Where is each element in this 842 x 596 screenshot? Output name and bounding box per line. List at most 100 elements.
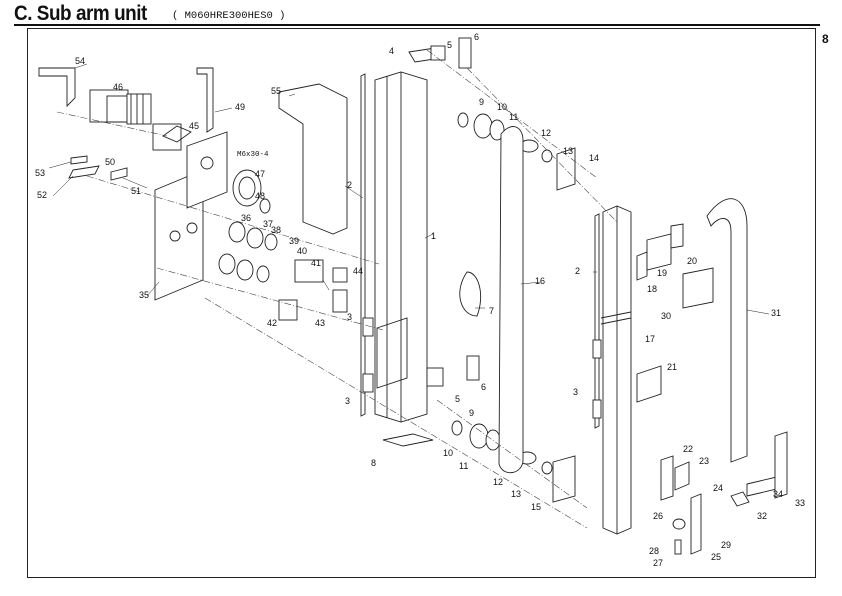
page-subtitle: ( M060HRE300HES0 ) xyxy=(172,10,286,22)
label-part-6: 6 xyxy=(481,382,486,392)
label-part-2: 2 xyxy=(575,266,580,276)
bracket-20 xyxy=(670,223,684,249)
label-part-41: 41 xyxy=(311,258,321,268)
motor-assembly xyxy=(89,89,192,151)
label-part-38: 38 xyxy=(271,225,281,235)
label-part-44: 44 xyxy=(353,266,363,276)
page-number: 8 xyxy=(822,32,829,46)
page-title: C. Sub arm unit xyxy=(14,2,147,25)
label-part-30: 30 xyxy=(661,311,671,321)
label-part-11: 11 xyxy=(459,461,468,471)
label-part-32: 32 xyxy=(757,511,767,521)
label-part-36: 36 xyxy=(241,213,251,223)
label-part-24: 24 xyxy=(713,483,723,493)
part-52 xyxy=(68,165,100,179)
label-part-18: 18 xyxy=(647,284,657,294)
label-part-48: 48 xyxy=(255,191,265,201)
bracket-21 xyxy=(636,365,662,403)
idler-bearings xyxy=(218,221,278,283)
bracket-30 xyxy=(682,267,714,309)
label-part-9: 9 xyxy=(479,97,484,107)
label-part-3: 3 xyxy=(573,387,578,397)
label-part-39: 39 xyxy=(289,236,299,246)
pulley-set-bottom xyxy=(451,420,553,475)
cover-55 xyxy=(278,83,348,235)
label-part-12: 12 xyxy=(493,477,503,487)
label-part-11: 11 xyxy=(509,112,518,122)
bolt-spec-note: M6x30-4 xyxy=(237,151,269,159)
label-part-51: 51 xyxy=(131,186,141,196)
label-part-16: 16 xyxy=(535,276,545,286)
label-part-54: 54 xyxy=(75,56,85,66)
label-part-12: 12 xyxy=(541,128,551,138)
label-part-13: 13 xyxy=(511,489,521,499)
belt-7 xyxy=(459,271,481,317)
block-5-top xyxy=(430,45,446,61)
label-part-5: 5 xyxy=(455,394,460,404)
main-column-1 xyxy=(362,71,428,423)
label-part-5: 5 xyxy=(447,40,452,50)
bellows-41 xyxy=(294,259,324,283)
label-part-53: 53 xyxy=(35,168,45,178)
bracket-54 xyxy=(38,67,76,108)
label-part-42: 42 xyxy=(267,318,277,328)
block-43 xyxy=(332,289,348,313)
bracket-33 xyxy=(774,431,788,499)
label-part-26: 26 xyxy=(653,511,663,521)
label-part-55: 55 xyxy=(271,86,281,96)
label-part-4: 4 xyxy=(389,46,394,56)
diagram-frame xyxy=(27,28,816,578)
label-part-35: 35 xyxy=(139,290,149,300)
header-rule xyxy=(14,24,820,26)
base-plate-35 xyxy=(154,131,228,301)
label-part-27: 27 xyxy=(653,558,663,568)
label-part-17: 17 xyxy=(645,334,655,344)
label-part-10: 10 xyxy=(443,448,453,458)
part-26 xyxy=(672,518,686,530)
label-part-47: 47 xyxy=(255,169,265,179)
bracket-19 xyxy=(646,233,672,271)
plate-25 xyxy=(690,493,702,555)
label-part-31: 31 xyxy=(771,308,781,318)
page-header: C. Sub arm unit xyxy=(14,2,162,25)
rail-2-left xyxy=(360,73,366,417)
label-part-45: 45 xyxy=(189,121,199,131)
label-part-23: 23 xyxy=(699,456,709,466)
label-part-37: 37 xyxy=(263,219,273,229)
label-part-3: 3 xyxy=(347,312,352,322)
bracket-49 xyxy=(196,67,214,133)
part-53 xyxy=(70,155,88,165)
part-51 xyxy=(110,167,128,181)
bracket-32 xyxy=(730,491,750,507)
label-part-22: 22 xyxy=(683,444,693,454)
block-44 xyxy=(332,267,348,283)
pulley-set-top xyxy=(457,112,553,163)
label-part-25: 25 xyxy=(711,552,721,562)
label-part-28: 28 xyxy=(649,546,659,556)
label-part-19: 19 xyxy=(657,268,667,278)
label-part-7: 7 xyxy=(489,306,494,316)
label-part-3: 3 xyxy=(345,396,350,406)
cable-chain-31 xyxy=(706,198,748,463)
label-part-43: 43 xyxy=(315,318,325,328)
alignment-lines xyxy=(56,49,618,529)
label-part-20: 20 xyxy=(687,256,697,266)
bracket-22 xyxy=(660,455,674,501)
label-part-14: 14 xyxy=(589,153,599,163)
label-part-46: 46 xyxy=(113,82,123,92)
plate-8 xyxy=(382,433,434,447)
label-part-15: 15 xyxy=(531,502,541,512)
bracket-6-top xyxy=(458,37,472,69)
part-labels: 1 2 2 3 3 3 4 5 5 6 6 7 8 9 9 10 10 11 1… xyxy=(35,32,805,568)
block-5-bottom xyxy=(426,367,444,387)
part-27 xyxy=(674,539,682,555)
label-part-8: 8 xyxy=(371,458,376,468)
label-part-29: 29 xyxy=(721,540,731,550)
bracket-6-bottom xyxy=(466,355,480,381)
bracket-18 xyxy=(636,251,648,281)
bracket-14 xyxy=(556,147,576,191)
label-part-40: 40 xyxy=(297,246,307,256)
label-part-34: 34 xyxy=(773,489,783,499)
label-part-13: 13 xyxy=(563,146,573,156)
label-part-33: 33 xyxy=(795,498,805,508)
